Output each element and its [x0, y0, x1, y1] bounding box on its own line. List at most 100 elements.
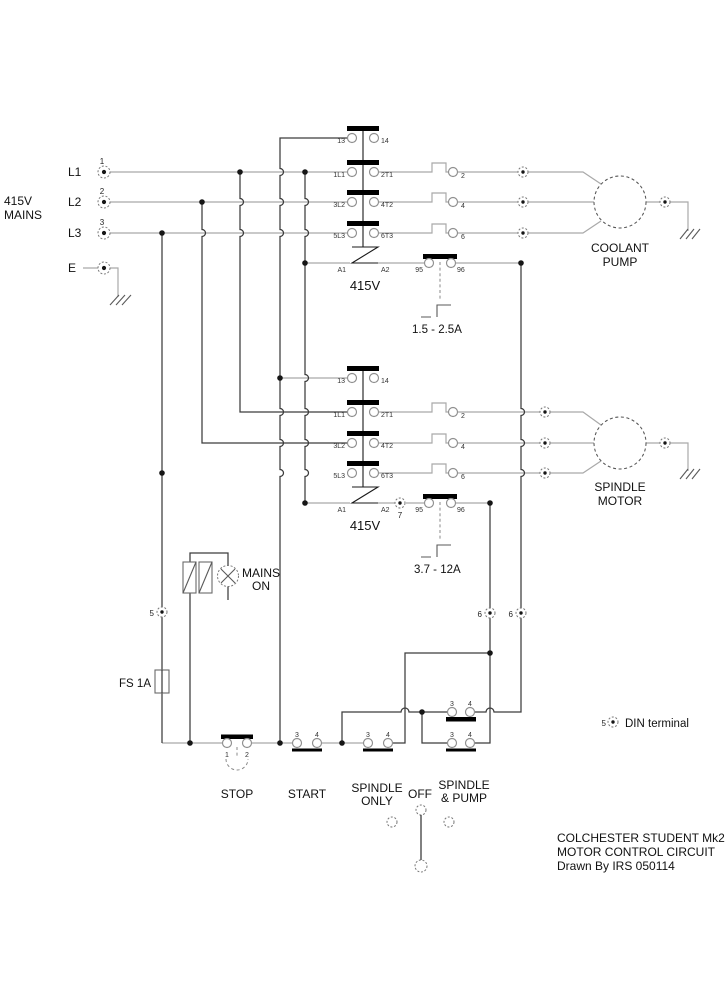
overload-t6: 6	[461, 474, 465, 481]
earth-ground-icon	[109, 294, 132, 306]
earth-ground-icon	[679, 468, 701, 480]
pole-4t2: 4T2	[381, 443, 393, 450]
din-legend: 5 DIN terminal	[602, 716, 689, 730]
spindle-only-label-2: ONLY	[361, 794, 393, 808]
feed-wire-1	[378, 162, 602, 185]
overload-95: 95	[415, 507, 423, 514]
spindle-only-contact: 3 4 SPINDLE ONLY	[351, 732, 402, 808]
coolant-row-wires	[305, 162, 689, 264]
mushroom-head-icon	[225, 758, 249, 771]
upper-terminal-4: 4	[468, 701, 472, 708]
selector-pivot	[414, 859, 428, 873]
overload-trip-icon	[421, 544, 451, 558]
lamp-cross-icon	[220, 568, 236, 584]
v-l1-drop	[239, 172, 348, 413]
terminal-6b-number: 6	[509, 610, 514, 619]
contact-bar	[347, 221, 379, 226]
motor-name-1: SPINDLE	[594, 480, 645, 494]
spindle-contactor: 13 14 1L1 2T1 3L2 4T2 5L3 6T3 A1 A2 415V…	[333, 366, 465, 576]
spindle-row-wires	[305, 402, 689, 504]
earth-ground-icon	[679, 228, 701, 240]
mains-on-label-2: ON	[252, 579, 270, 593]
feed-wire-3	[378, 460, 602, 474]
overload-t4: 4	[461, 203, 465, 210]
overload-contact-bar	[423, 254, 457, 259]
v-holdin	[279, 137, 348, 743]
coil-symbol	[350, 486, 380, 504]
overload-trip-icon	[421, 304, 451, 318]
mains-voltage-label: 415V	[4, 194, 32, 208]
contact-bar	[347, 400, 379, 405]
spindle-pump-label-1: SPINDLE	[438, 778, 489, 792]
terminal-5-number: 5	[150, 609, 155, 618]
wire-earth	[83, 267, 119, 297]
overload-range: 3.7 - 12A	[414, 564, 461, 576]
contact-bar	[221, 734, 253, 739]
terminal-3: 3	[366, 732, 370, 739]
coolant-contactor: 13 14 1L1 2T1 3L2 4T2 5L3 6T3 A1 A2 415V…	[333, 126, 465, 336]
v-spindle-only-link	[393, 652, 490, 744]
v-coolant-coil-return	[475, 263, 526, 713]
start-button: 3 4 START	[288, 732, 327, 801]
overload-t2: 2	[461, 413, 465, 420]
motor-circle	[593, 416, 647, 470]
v-selector-upper-link	[341, 707, 447, 743]
overload-contact-bar	[423, 494, 457, 499]
overload-range: 1.5 - 2.5A	[412, 324, 462, 336]
lower-contact-bar	[446, 748, 476, 752]
lower-terminal-3: 3	[450, 732, 454, 739]
fuse-label: FS 1A	[119, 678, 151, 690]
motor-name-2: PUMP	[603, 255, 638, 269]
terminal-1-number: 1	[100, 157, 105, 166]
overload-t4: 4	[461, 444, 465, 451]
l3-label: L3	[68, 226, 82, 240]
legend-number: 5	[602, 719, 607, 728]
off-label: OFF	[408, 787, 432, 801]
selector-switch: OFF SPINDLE & PUMP	[386, 778, 490, 873]
din-terminal-5: 5	[150, 606, 168, 618]
start-terminal-4: 4	[315, 732, 319, 739]
pole-3l2: 3L2	[333, 202, 345, 209]
start-terminal-3: 3	[295, 732, 299, 739]
v-l2-drop	[201, 202, 348, 444]
coolant-pump-motor: COOLANT PUMP	[517, 166, 701, 269]
contact-bar	[347, 366, 379, 371]
upper-terminal-3: 3	[450, 701, 454, 708]
overload-96: 96	[457, 267, 465, 274]
coil-symbol	[350, 246, 380, 264]
stop-terminal-1: 1	[225, 752, 229, 759]
motor-name-2: MOTOR	[598, 494, 643, 508]
overload-96: 96	[457, 507, 465, 514]
pole-4t2: 4T2	[381, 202, 393, 209]
v-coil-feed	[304, 172, 310, 503]
title-block: COLCHESTER STUDENT Mk2 MOTOR CONTROL CIR…	[557, 831, 725, 873]
earth-label: E	[68, 261, 76, 275]
position-spindle-only	[386, 816, 398, 828]
motor-name-1: COOLANT	[591, 241, 650, 255]
pole-5l3: 5L3	[333, 473, 345, 480]
title-line-3: Drawn By IRS 050114	[557, 859, 675, 873]
aux-14: 14	[381, 378, 389, 385]
pole-6t3: 6T3	[381, 233, 393, 240]
contact-bar	[347, 190, 379, 195]
earth-wire	[646, 442, 689, 471]
earth-wire	[646, 201, 689, 231]
motor-circle	[593, 175, 647, 229]
coil-a1: A1	[337, 267, 346, 274]
position-spindle-pump	[443, 816, 455, 828]
pole-5l3: 5L3	[333, 233, 345, 240]
mains-on-indicator: MAINS ON	[182, 561, 280, 594]
coil-a2: A2	[381, 507, 390, 514]
din-terminals-6: 6 6	[478, 607, 527, 619]
contact-bar	[363, 748, 393, 752]
vertical-wires	[161, 137, 526, 744]
spindle-pump-label-2: & PUMP	[441, 791, 487, 805]
coil-a1: A1	[337, 507, 346, 514]
coil-voltage: 415V	[350, 518, 381, 533]
pole-2t1: 2T1	[381, 172, 393, 179]
feed-wire-3	[378, 220, 602, 234]
title-line-2: MOTOR CONTROL CIRCUIT	[557, 845, 716, 859]
legend-text: DIN terminal	[625, 718, 689, 730]
pole-6t3: 6T3	[381, 473, 393, 480]
